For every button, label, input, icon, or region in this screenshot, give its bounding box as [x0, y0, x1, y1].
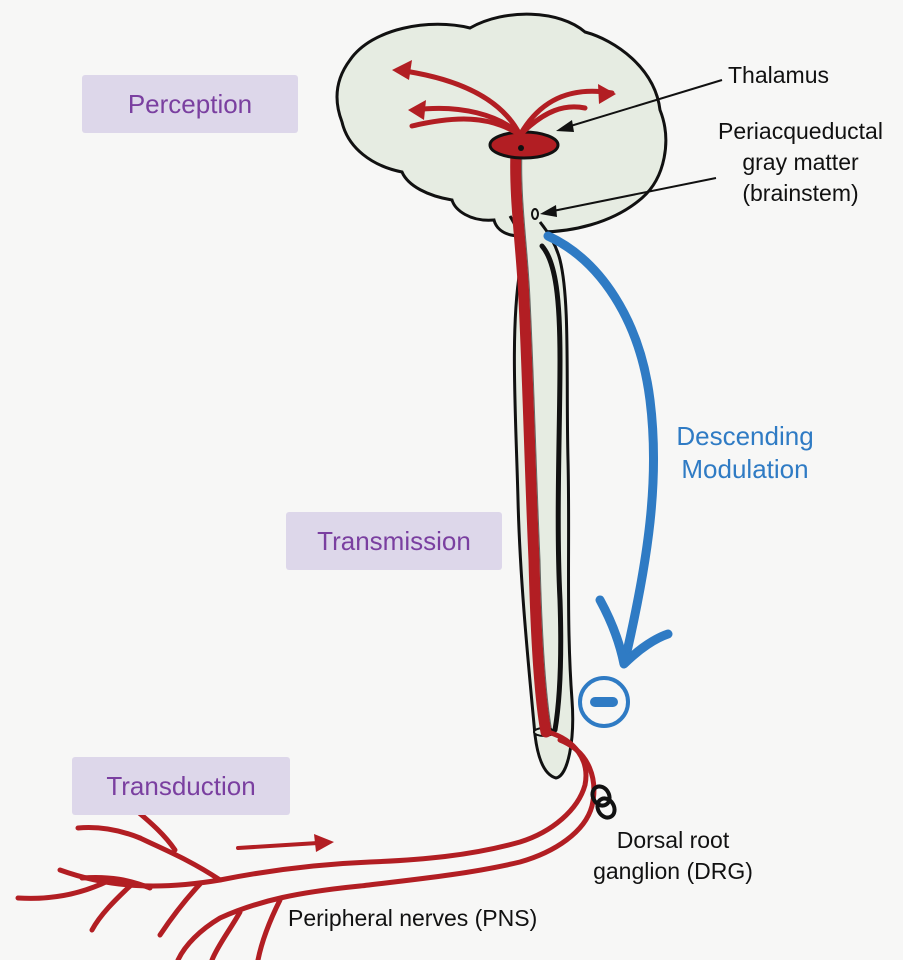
- descending-modulation-label: Descending Modulation: [650, 420, 840, 486]
- stage-perception-label: Perception: [128, 89, 252, 120]
- thalamus-label: Thalamus: [728, 60, 829, 91]
- pag-label-line1: Periacqueductal: [698, 116, 903, 147]
- minus-circle-icon: [580, 678, 628, 726]
- drg-label-line2: ganglion (DRG): [583, 856, 763, 887]
- stage-transduction: Transduction: [72, 757, 290, 815]
- stage-perception: Perception: [82, 75, 298, 133]
- pns-label: Peripheral nerves (PNS): [288, 903, 537, 934]
- pag-label-line3: (brainstem): [698, 178, 903, 209]
- descending-label-line1: Descending: [650, 420, 840, 453]
- stage-transmission: Transmission: [286, 512, 502, 570]
- pag-label-line2: gray matter: [698, 147, 903, 178]
- drg-label-line1: Dorsal root: [583, 825, 763, 856]
- thalamus-shape: [490, 132, 558, 158]
- drg-label: Dorsal root ganglion (DRG): [583, 825, 763, 887]
- stage-transduction-label: Transduction: [106, 771, 255, 802]
- drg-shape: [589, 783, 618, 820]
- signal-direction-arrow: [238, 843, 318, 848]
- pag-label: Periacqueductal gray matter (brainstem): [698, 116, 903, 209]
- descending-label-line2: Modulation: [650, 453, 840, 486]
- stage-transmission-label: Transmission: [317, 526, 471, 557]
